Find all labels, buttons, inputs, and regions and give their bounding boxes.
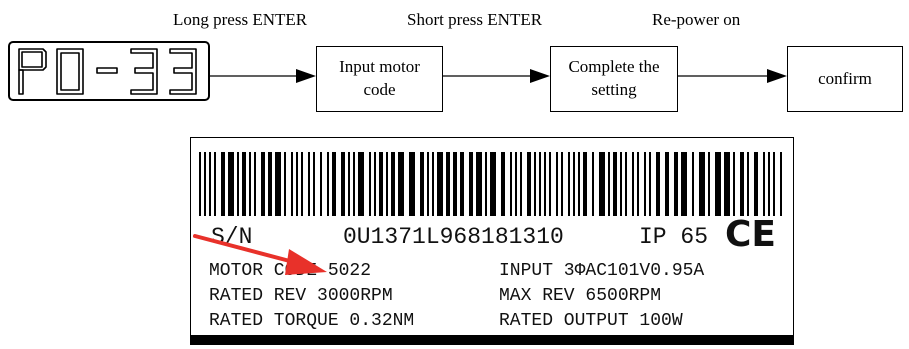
step-confirm: confirm	[787, 46, 903, 112]
ip-rating: IP 65	[639, 224, 709, 250]
caption-repower: Re-power on	[652, 10, 741, 29]
step-input-motor-code: Input motor code	[316, 46, 443, 112]
seven-segment-display	[8, 41, 210, 101]
step-confirm-label: confirm	[818, 68, 872, 88]
input-row: INPUT 3ΦAC101V0.95A	[499, 261, 705, 281]
sn-value: 0U1371L968181310	[343, 224, 564, 250]
caption-short-press: Short press ENTER	[407, 10, 543, 29]
step-input-line2: code	[363, 80, 396, 99]
ce-mark: CE	[725, 214, 777, 255]
barcode	[199, 152, 782, 216]
motor-nameplate: S/N 0U1371L968181310 IP 65 CE MOTOR CODE…	[190, 137, 794, 345]
rated-rev-row: RATED REV 3000RPM	[209, 286, 393, 306]
step-complete-line1: Complete the	[568, 57, 660, 77]
caption-long-press: Long press ENTER	[173, 10, 308, 29]
segment-glyphs	[18, 48, 197, 95]
step-complete-line2: setting	[591, 80, 637, 99]
rated-output-row: RATED OUTPUT 100W	[499, 311, 683, 331]
step-input-line1: Input motor	[339, 57, 420, 77]
rated-torque-row: RATED TORQUE 0.32NM	[209, 311, 415, 331]
red-pointer-arrow	[193, 234, 327, 275]
step-complete-setting: Complete the setting	[550, 46, 678, 112]
flow-arrows	[210, 69, 787, 83]
nameplate-bottom-bar	[191, 335, 793, 344]
flow-diagram	[8, 41, 787, 101]
max-rev-row: MAX REV 6500RPM	[499, 286, 662, 306]
